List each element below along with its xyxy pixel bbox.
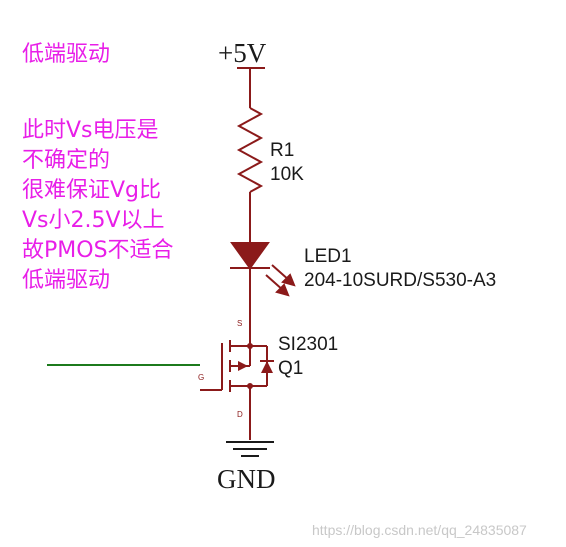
annotation-line: 很难保证Vg比 (22, 178, 162, 203)
annotation-line: 低端驱动 (22, 268, 111, 293)
watermark: https://blog.csdn.net/qq_24835087 (312, 522, 527, 538)
ground-symbol (226, 441, 274, 457)
annotation-line: 此时Vs电压是 (22, 118, 159, 143)
led-ref: LED1 (304, 246, 352, 267)
annotation-line: 故PMOS不适合 (22, 238, 174, 263)
annotation-notes: 此时Vs电压是 不确定的 很难保证Vg比 Vs小2.5V以上 故PMOS不适合 … (22, 116, 174, 296)
led-part: 204-10SURD/S530-A3 (304, 270, 496, 291)
led-triangle (230, 242, 270, 270)
power-label: +5V (218, 38, 267, 68)
led-emission-arrows (265, 264, 296, 297)
mosfet-part: SI2301 (278, 334, 338, 355)
mosfet-channel-arrow (238, 361, 248, 371)
q1-pin-s-label: S (237, 319, 242, 328)
q1-pin-d-label: D (237, 410, 243, 419)
resistor-value: 10K (270, 164, 304, 185)
annotation-title-text: 低端驱动 (22, 42, 111, 67)
junction-dot-drain (247, 383, 253, 389)
ground-label: GND (217, 464, 276, 494)
resistor-ref: R1 (270, 140, 294, 161)
mosfet-q1-symbol (221, 340, 274, 440)
q1-pin-g-label: G (198, 373, 204, 382)
annotation-line: 不确定的 (22, 148, 111, 173)
mosfet-body-diode (261, 361, 273, 373)
resistor-r1-symbol (236, 107, 264, 193)
junction-dot-source (247, 343, 253, 349)
mosfet-ref: Q1 (278, 358, 303, 379)
annotation-line: Vs小2.5V以上 (22, 208, 165, 233)
annotation-title: 低端驱动 (22, 40, 110, 70)
